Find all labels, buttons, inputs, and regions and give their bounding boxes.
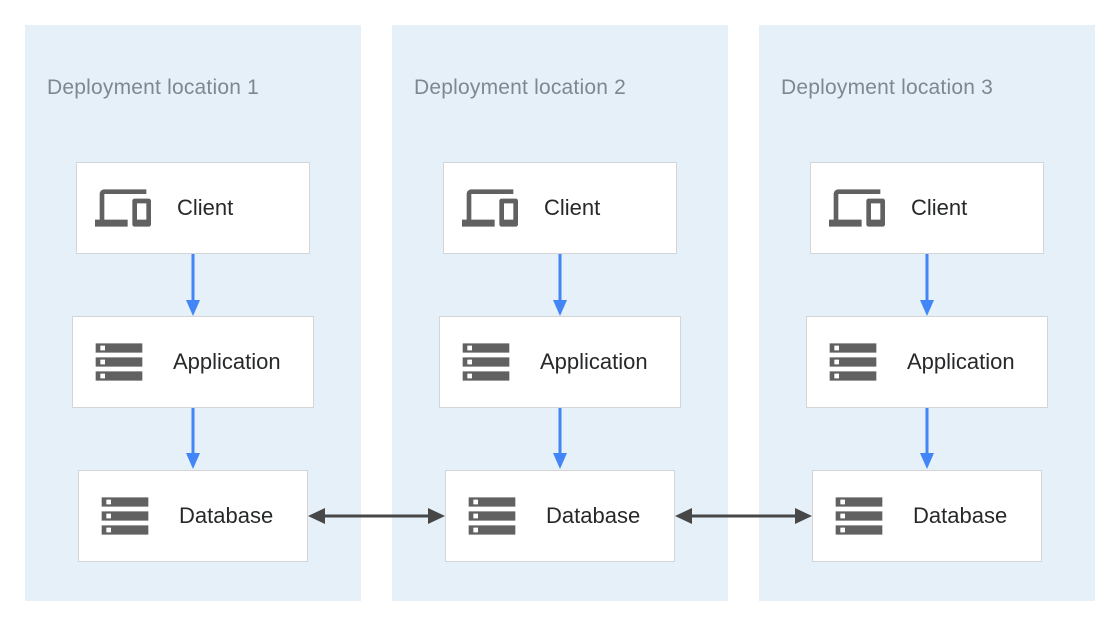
server-stack-icon (831, 488, 887, 544)
server-stack-icon (91, 334, 147, 390)
database-node: Database (78, 470, 308, 562)
client-node: Client (810, 162, 1044, 254)
devices-icon (829, 180, 885, 236)
deployment-location-1-panel: Deployment location 1 Client Application… (25, 25, 361, 601)
client-node: Client (443, 162, 677, 254)
panel-title: Deployment location 1 (47, 76, 259, 99)
node-label: Client (177, 195, 234, 220)
server-stack-icon (825, 334, 881, 390)
devices-icon (95, 180, 151, 236)
node-label: Database (913, 503, 1008, 528)
deployment-location-2-panel: Deployment location 2 Client Application… (392, 25, 728, 601)
application-node: Application (72, 316, 314, 408)
server-stack-icon (458, 334, 514, 390)
application-node: Application (439, 316, 681, 408)
node-label: Application (907, 349, 1015, 374)
devices-icon (462, 180, 518, 236)
deployment-location-3-panel: Deployment location 3 Client Application… (759, 25, 1095, 601)
node-label: Application (540, 349, 648, 374)
node-label: Application (173, 349, 281, 374)
node-label: Database (179, 503, 274, 528)
node-label: Client (544, 195, 601, 220)
database-node: Database (812, 470, 1042, 562)
node-label: Database (546, 503, 641, 528)
database-node: Database (445, 470, 675, 562)
panel-title: Deployment location 3 (781, 76, 993, 99)
panel-title: Deployment location 2 (414, 76, 626, 99)
node-label: Client (911, 195, 968, 220)
client-node: Client (76, 162, 310, 254)
server-stack-icon (464, 488, 520, 544)
application-node: Application (806, 316, 1048, 408)
server-stack-icon (97, 488, 153, 544)
